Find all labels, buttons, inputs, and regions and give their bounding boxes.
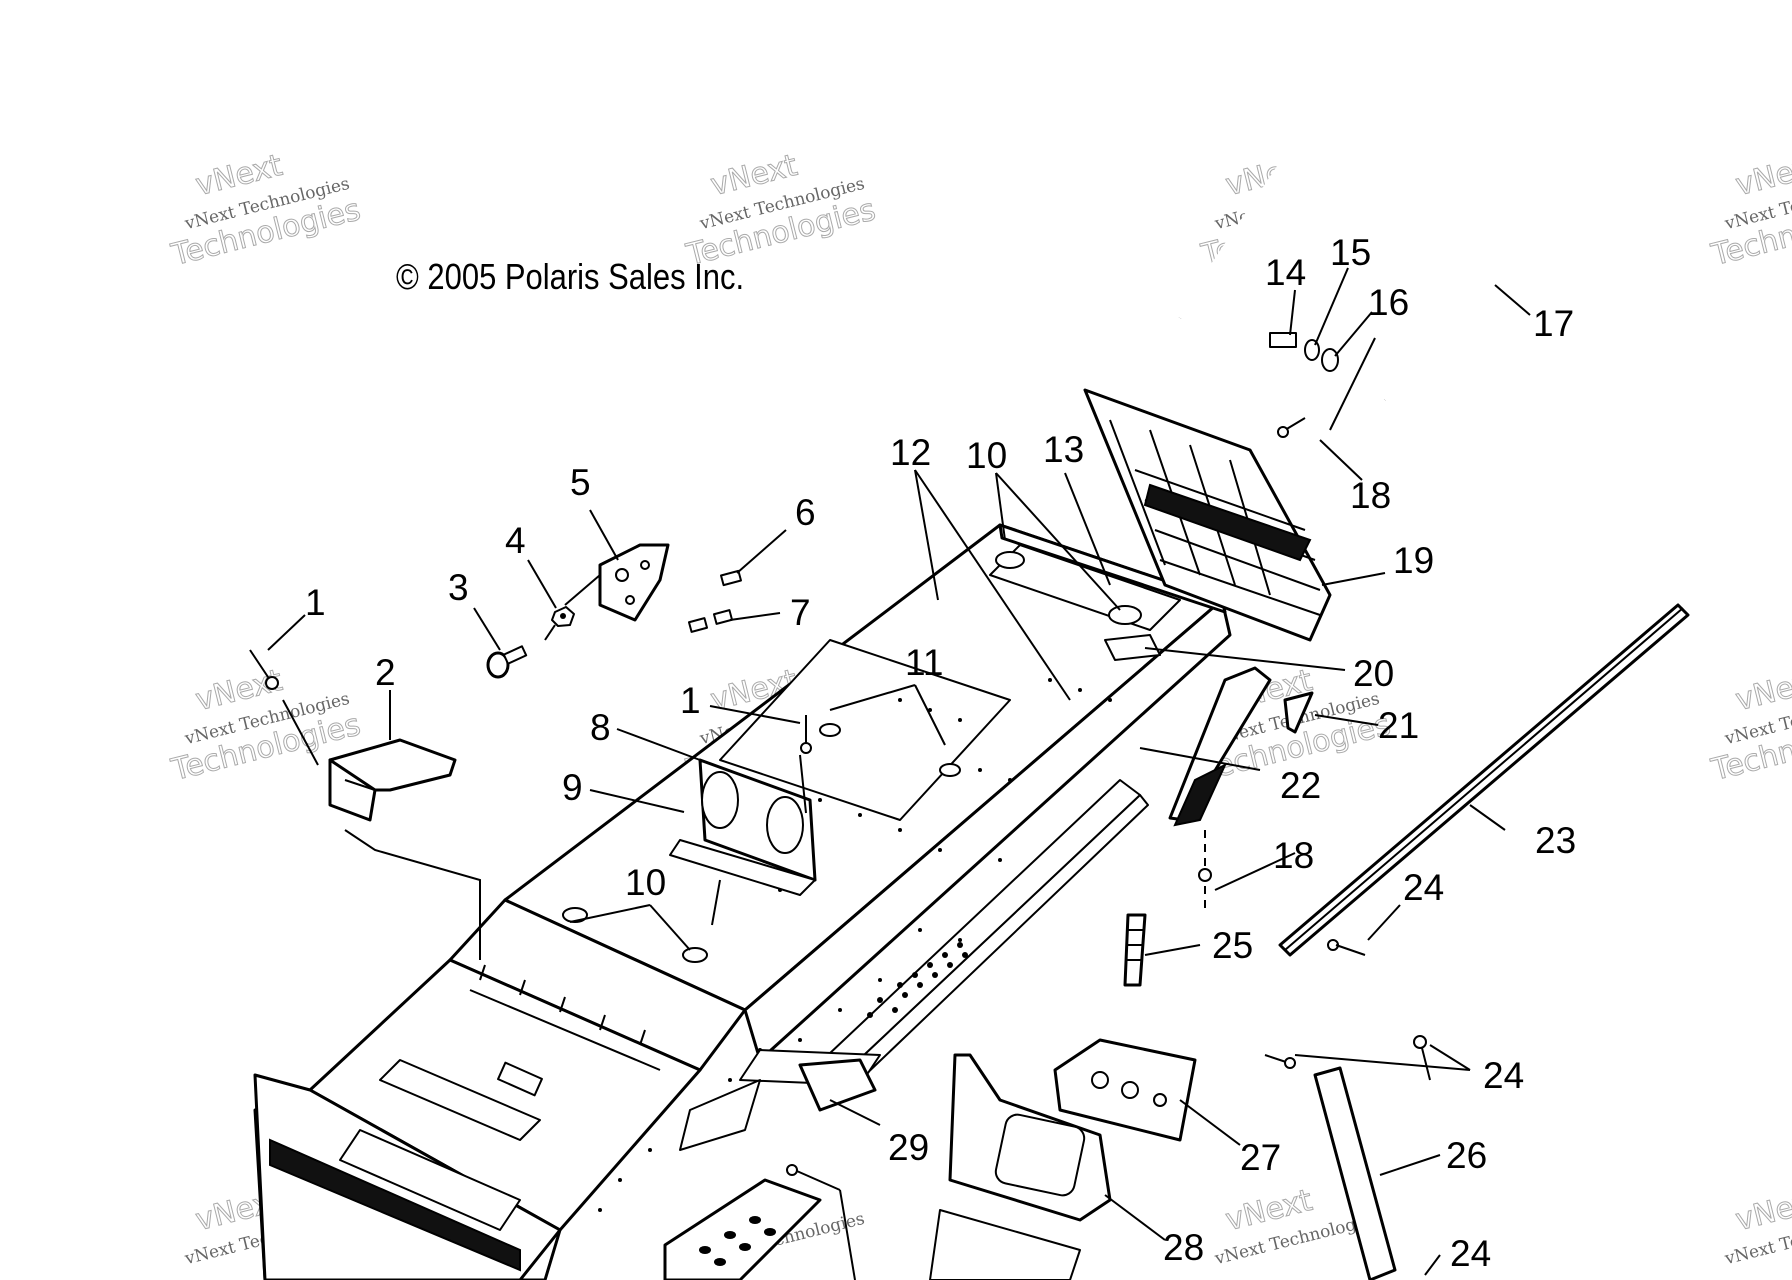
svg-text:vNext: vNext	[1732, 663, 1792, 718]
part-28	[929, 1053, 1112, 1280]
callout-10-rear: 10	[966, 435, 1007, 476]
part-19-rear-flap	[1083, 388, 1332, 642]
part-9-bracket	[669, 758, 817, 896]
part-6-bolt	[720, 569, 742, 587]
part-24-rivets-lower	[1264, 1035, 1431, 1081]
callout-28: 28	[1163, 1227, 1204, 1268]
callout-19: 19	[1393, 540, 1434, 581]
callout-26: 26	[1446, 1135, 1487, 1176]
callout-16: 16	[1368, 282, 1409, 323]
callout-13: 13	[1043, 429, 1084, 470]
part-14-16-hardware	[1269, 332, 1339, 372]
svg-text:vNext: vNext	[1732, 1183, 1792, 1238]
part-21	[1283, 691, 1314, 734]
callout-1-center: 1	[680, 680, 701, 721]
watermark: vNext vNext Technologies	[1722, 1182, 1792, 1269]
part-18-screw	[1277, 417, 1306, 438]
callout-23: 23	[1535, 820, 1576, 861]
part-1-screw	[249, 649, 279, 690]
part-26-strip	[1313, 1066, 1397, 1280]
part-2-bracket	[328, 738, 457, 822]
callout-3: 3	[448, 567, 469, 608]
callout-5: 5	[570, 462, 591, 503]
part-1-screw-center	[800, 715, 812, 754]
callout-1: 1	[305, 582, 326, 623]
part-23-rail	[1278, 603, 1690, 957]
part-17-grab-bar	[1176, 122, 1555, 404]
part-7-bolts	[687, 609, 734, 633]
chassis-frame	[253, 523, 1232, 1280]
callout-18-upper: 18	[1350, 475, 1391, 516]
part-3-bolt	[486, 645, 528, 679]
callout-17: 17	[1533, 303, 1574, 344]
callout-8: 8	[590, 707, 611, 748]
callout-29: 29	[888, 1127, 929, 1168]
callout-24-bottom: 24	[1450, 1233, 1491, 1274]
callout-11: 11	[905, 642, 943, 683]
watermark: vNext vNext Technologies Technologies	[1707, 147, 1792, 273]
watermark: vNext vNext Technologies Technologies	[167, 147, 364, 273]
callout-14: 14	[1265, 252, 1306, 293]
part-27	[1053, 1038, 1197, 1142]
part-24-rivet	[1327, 939, 1366, 956]
callout-25: 25	[1212, 925, 1253, 966]
part-4-nut	[551, 606, 575, 627]
callout-6: 6	[795, 492, 816, 533]
callout-12: 12	[890, 432, 931, 473]
part-22	[1168, 666, 1272, 827]
callout-24-mid: 24	[1403, 867, 1444, 908]
callout-18-lower: 18	[1273, 835, 1314, 876]
callout-21: 21	[1378, 705, 1419, 746]
watermark: vNext vNext Technologies Technologies	[1707, 662, 1792, 788]
callout-20: 20	[1353, 653, 1394, 694]
leader-lines	[267, 267, 1531, 1280]
part-callouts: 1 2 3 4 5 6 7 1 8 9 10 11 12 10 13 14 15…	[305, 232, 1576, 1274]
copyright-notice: © 2005 Polaris Sales Inc.	[396, 256, 745, 297]
part-20	[1104, 634, 1161, 661]
svg-text:vNext: vNext	[1732, 148, 1792, 203]
part-25	[1123, 913, 1147, 987]
part-5-plate	[598, 543, 670, 622]
part-18-screw-lower	[1198, 830, 1212, 910]
foot-step-plate	[663, 1178, 822, 1280]
callout-24-lower: 24	[1483, 1055, 1524, 1096]
callout-4: 4	[505, 520, 526, 561]
callout-22: 22	[1280, 765, 1321, 806]
callout-15: 15	[1330, 232, 1371, 273]
callout-27: 27	[1240, 1137, 1281, 1178]
callout-9: 9	[562, 767, 583, 808]
callout-2: 2	[375, 652, 396, 693]
part-29	[786, 1058, 877, 1191]
callout-7: 7	[790, 592, 811, 633]
watermark: vNext vNext Technologies Technologies	[682, 147, 879, 273]
callout-10-front: 10	[625, 862, 666, 903]
